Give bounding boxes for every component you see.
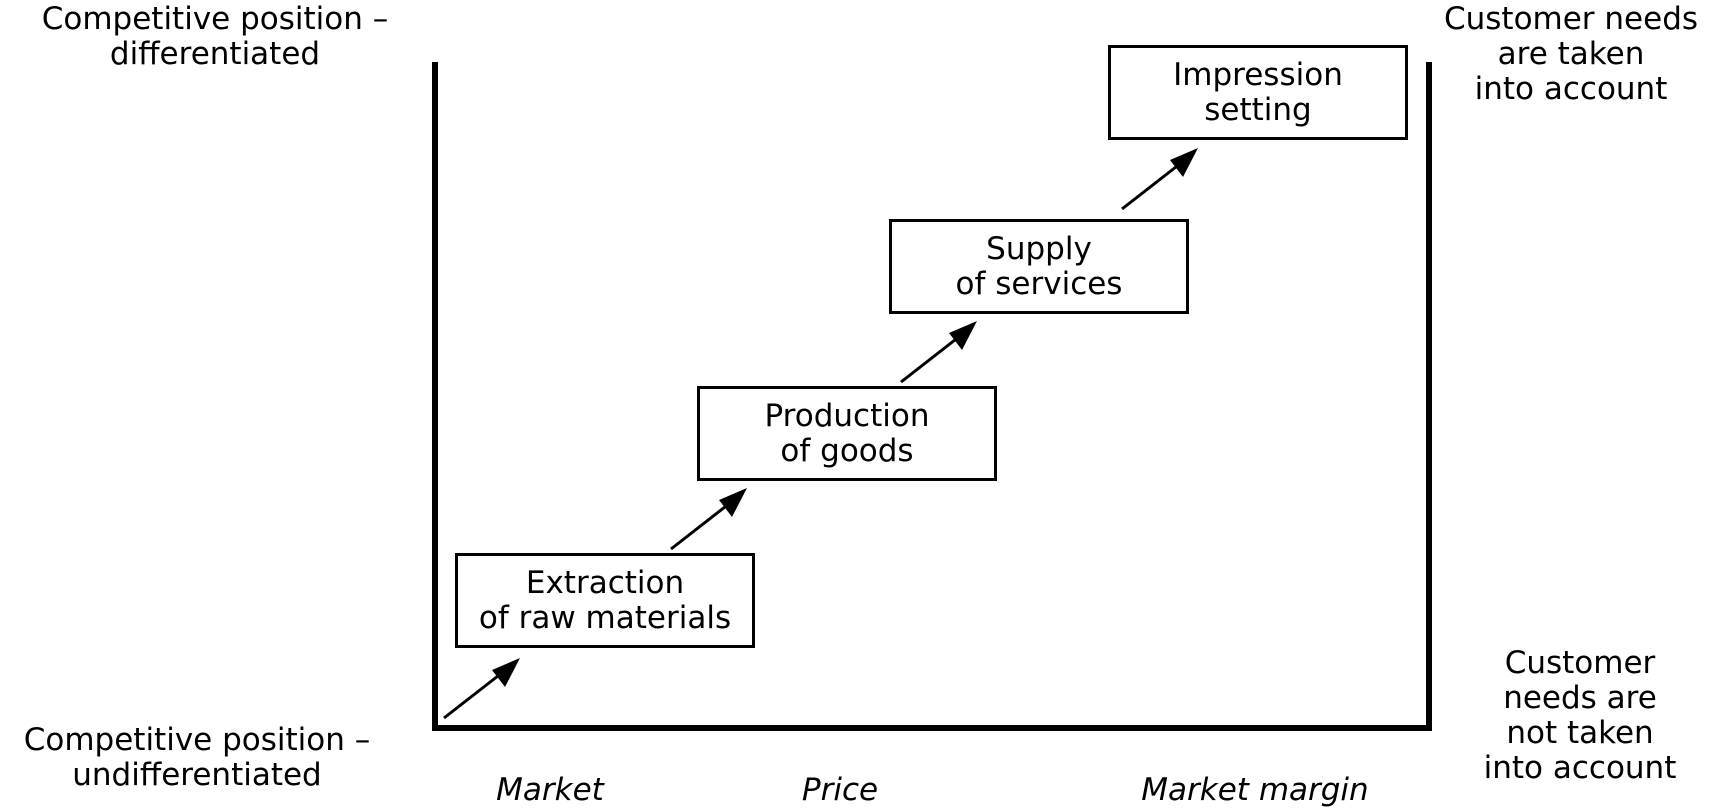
right-bottom-label: Customer needs are not taken into accoun… bbox=[1483, 645, 1677, 786]
x-axis-label-market: Market bbox=[496, 772, 604, 808]
arrow-4 bbox=[1121, 148, 1198, 211]
left-bottom-label: Competitive position – undifferentiated bbox=[23, 722, 371, 793]
stage-box-production: Production of goods bbox=[697, 386, 997, 481]
right-top-label: Customer needs are taken into account bbox=[1443, 1, 1699, 107]
x-axis-label-market-margin: Market margin bbox=[1141, 772, 1369, 808]
stage-box-services: Supply of services bbox=[889, 219, 1189, 314]
left-top-label: Competitive position – differentiated bbox=[41, 1, 389, 72]
arrow-2 bbox=[670, 488, 747, 551]
arrow-1 bbox=[443, 658, 520, 720]
stage-box-impression: Impression setting bbox=[1108, 45, 1408, 140]
arrow-3 bbox=[900, 321, 977, 384]
stage-box-extraction: Extraction of raw materials bbox=[455, 553, 755, 648]
x-axis-label-price: Price bbox=[801, 772, 879, 808]
